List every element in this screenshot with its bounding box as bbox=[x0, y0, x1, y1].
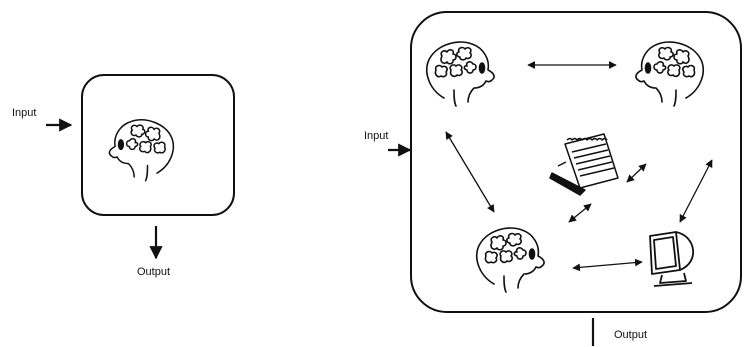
input-label: Input bbox=[12, 107, 36, 119]
head-icon bbox=[108, 119, 175, 182]
notepad-to-head-arrow bbox=[626, 163, 647, 183]
computer-monitor-icon bbox=[649, 231, 695, 287]
agent-box bbox=[81, 74, 235, 216]
multi-agent-diagram: Input bbox=[364, 11, 742, 346]
head-icon bbox=[425, 41, 495, 107]
notepad-icon bbox=[549, 133, 619, 196]
head-to-notepad-arrow bbox=[568, 203, 592, 223]
head-to-head-arrow bbox=[445, 131, 495, 213]
head-icon bbox=[475, 227, 545, 293]
connections bbox=[445, 61, 713, 272]
system-box bbox=[410, 11, 742, 313]
head-to-monitor-arrow bbox=[679, 159, 713, 223]
head-to-monitor-arrow bbox=[572, 258, 643, 272]
input-label: Input bbox=[364, 130, 388, 142]
head-icon bbox=[635, 41, 705, 107]
single-agent-diagram: Input Output bbox=[12, 74, 235, 278]
output-label: Output bbox=[137, 266, 170, 278]
output-label: Output bbox=[614, 329, 647, 341]
